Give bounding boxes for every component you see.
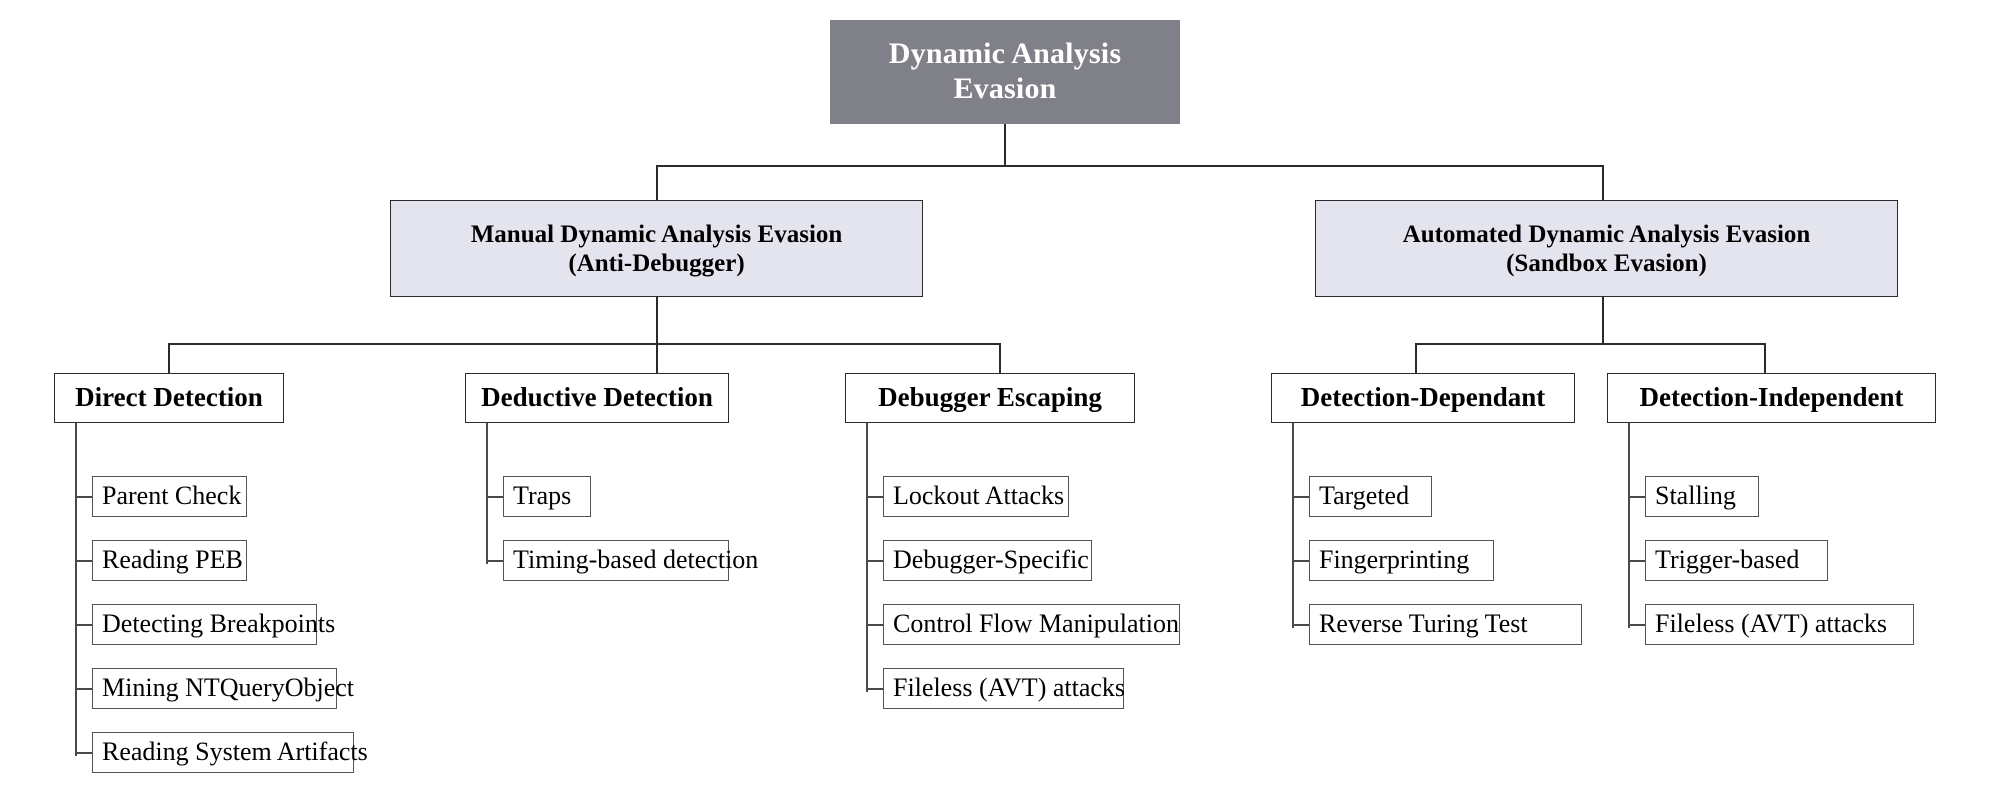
list-item[interactable]: Reading System Artifacts <box>92 732 368 773</box>
connector-elbow <box>486 496 504 498</box>
connector-elbow <box>1292 624 1310 626</box>
connector-root-bus <box>656 165 1604 167</box>
connector-manual-to-deductive-detection <box>656 343 658 373</box>
connector-automated-bus <box>1415 343 1765 345</box>
connector-root-to-automated <box>1602 165 1604 200</box>
connector-manual-stem <box>656 297 658 344</box>
branch-node-automated-dynamic-analysis-evasion[interactable]: Automated Dynamic Analysis Evasion (Sand… <box>1315 200 1898 297</box>
category-node-deductive-detection[interactable]: Deductive Detection <box>465 373 729 423</box>
connector-manual-to-direct-detection <box>168 343 170 373</box>
list-item[interactable]: Reverse Turing Test <box>1309 604 1582 645</box>
connector-automated-to-detection-independent <box>1764 343 1766 373</box>
connector-manual-bus <box>168 343 1000 345</box>
list-item[interactable]: Trigger-based <box>1645 540 1828 581</box>
connector-elbow <box>75 624 93 626</box>
list-item[interactable]: Stalling <box>1645 476 1759 517</box>
category-node-detection-independent[interactable]: Detection-Independent <box>1607 373 1936 423</box>
connector-elbow <box>866 688 884 690</box>
connector-elbow <box>75 496 93 498</box>
list-item[interactable]: Fileless (AVT) attacks <box>883 668 1125 709</box>
connector-elbow <box>866 496 884 498</box>
connector-direct-detection-spine <box>75 423 77 756</box>
connector-elbow <box>75 752 93 754</box>
list-item[interactable]: Fingerprinting <box>1309 540 1494 581</box>
category-node-direct-detection[interactable]: Direct Detection <box>54 373 284 423</box>
connector-deductive-detection-spine <box>486 423 488 564</box>
connector-elbow <box>75 560 93 562</box>
list-item[interactable]: Detecting Breakpoints <box>92 604 335 645</box>
list-item[interactable]: Fileless (AVT) attacks <box>1645 604 1914 645</box>
list-item[interactable]: Traps <box>503 476 591 517</box>
connector-automated-to-detection-dependant <box>1415 343 1417 373</box>
root-node-dynamic-analysis-evasion[interactable]: Dynamic Analysis Evasion <box>830 20 1180 124</box>
branch-node-manual-dynamic-analysis-evasion[interactable]: Manual Dynamic Analysis Evasion (Anti-De… <box>390 200 923 297</box>
connector-elbow <box>486 560 504 562</box>
connector-elbow <box>1628 624 1646 626</box>
list-item[interactable]: Parent Check <box>92 476 247 517</box>
connector-root-to-manual <box>656 165 658 200</box>
connector-elbow <box>1292 496 1310 498</box>
list-item[interactable]: Timing-based detection <box>503 540 758 581</box>
connector-elbow <box>866 560 884 562</box>
category-node-detection-dependant[interactable]: Detection-Dependant <box>1271 373 1575 423</box>
list-item[interactable]: Control Flow Manipulation <box>883 604 1180 645</box>
list-item[interactable]: Targeted <box>1309 476 1432 517</box>
connector-automated-stem <box>1602 297 1604 344</box>
category-node-debugger-escaping[interactable]: Debugger Escaping <box>845 373 1135 423</box>
connector-detection-independent-spine <box>1628 423 1630 628</box>
connector-elbow <box>1628 560 1646 562</box>
connector-elbow <box>1628 496 1646 498</box>
connector-detection-dependant-spine <box>1292 423 1294 628</box>
list-item[interactable]: Reading PEB <box>92 540 247 581</box>
list-item[interactable]: Debugger-Specific <box>883 540 1092 581</box>
connector-elbow <box>866 624 884 626</box>
connector-elbow <box>1292 560 1310 562</box>
connector-manual-to-debugger-escaping <box>999 343 1001 373</box>
connector-debugger-escaping-spine <box>866 423 868 692</box>
connector-elbow <box>75 688 93 690</box>
list-item[interactable]: Mining NTQueryObject <box>92 668 354 709</box>
connector-root-stem <box>1004 124 1006 166</box>
list-item[interactable]: Lockout Attacks <box>883 476 1069 517</box>
